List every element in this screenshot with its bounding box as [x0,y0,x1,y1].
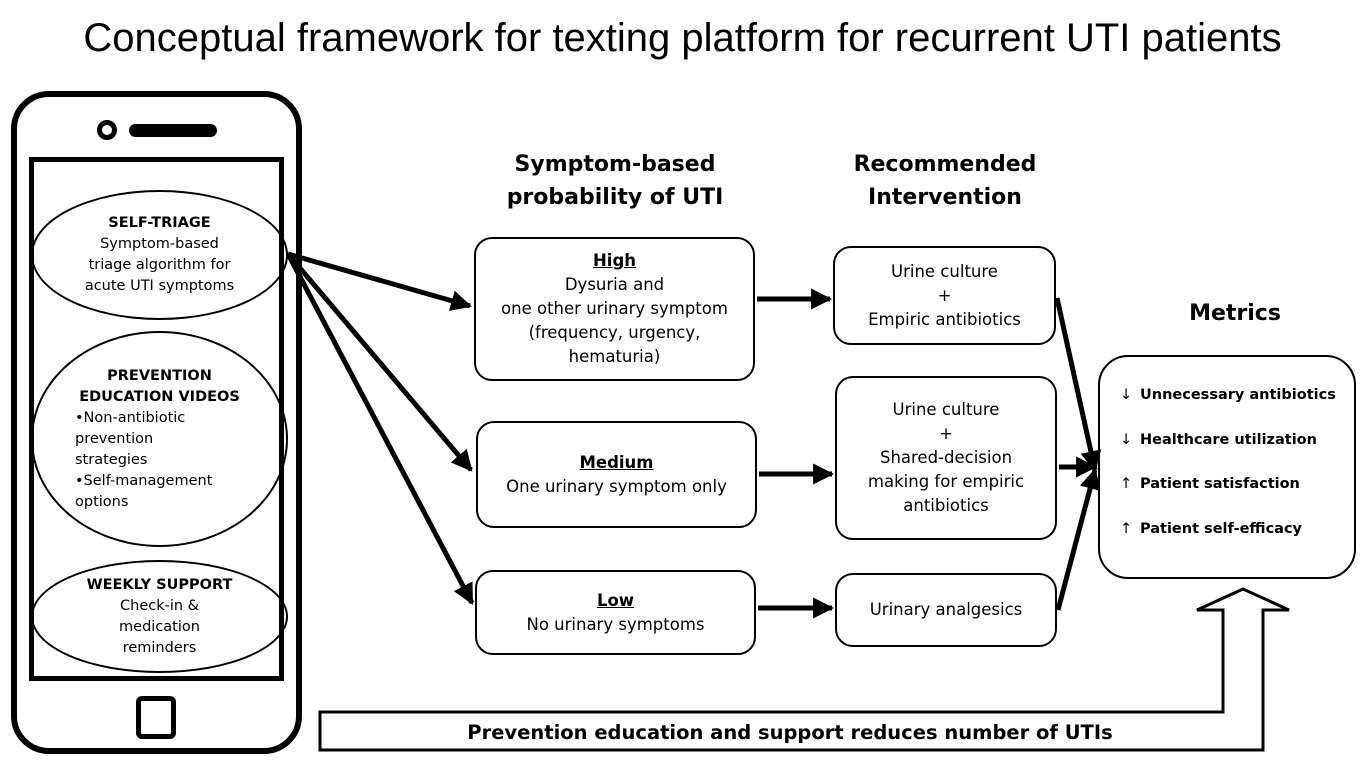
metric-item: ↓ Healthcare utilization [1120,432,1354,477]
intervention-header: Recommended Intervention [800,148,1090,214]
metrics-header: Metrics [1189,301,1281,326]
metric-item: ↑ Patient self-efficacy [1120,521,1354,566]
intervention-line: Empiric antibiotics [868,309,1021,329]
up-arrow-icon: ↑ [1120,520,1133,537]
self-triage-heading: SELF-TRIAGE [108,215,211,231]
prevention-line: •Non-antibiotic [75,409,186,426]
weekly-line: medication [119,618,200,635]
probability-header: Symptom-based probability of UTI [470,148,760,214]
high-level-line: hematuria) [568,347,661,366]
probability-header-line: probability of UTI [506,185,724,210]
camera-icon [97,120,117,140]
high-level-name: High [592,251,637,270]
intervention-line: Urine culture [892,400,1000,419]
prevention-line: •Self-management [75,472,213,489]
page-title: Conceptual framework for texting platfor… [83,16,1282,60]
high-level-line: one other urinary symptom [501,299,728,318]
up-arrow-icon: ↑ [1120,476,1133,492]
high-level-line: Dysuria and [564,275,665,294]
self-triage-line: Symptom-based [100,236,219,252]
arrow-to-high [287,251,473,311]
self-triage-line: triage algorithm for [88,257,231,273]
weekly-support-ellipse: WEEKLY SUPPORT Check-in & medication rem… [31,560,288,673]
prevention-ellipse: PREVENTION EDUCATION VIDEOS •Non-antibio… [31,331,288,547]
arrow-to-low [285,252,475,605]
low-level-line: No urinary symptoms [526,614,705,634]
prevention-line: prevention [75,430,154,447]
prevention-heading: EDUCATION VIDEOS [79,388,240,405]
metrics-box: ↓ Unnecessary antibiotics ↓ Healthcare uti… [1098,355,1356,579]
intervention-line: Urinary analgesics [869,600,1023,619]
low-probability-box: Low No urinary symptoms [475,570,756,655]
medium-probability-box: Medium One urinary symptom only [476,421,757,528]
intervention-line: Shared-decision [879,448,1013,467]
speaker-icon [129,124,217,137]
metric-label: Unnecessary antibiotics [1140,387,1336,403]
metric-label: Patient self-efficacy [1140,520,1302,537]
high-level-line: (frequency, urgency, [528,323,701,342]
prevention-line: strategies [75,451,148,468]
high-intervention-box: Urine culture + Empiric antibiotics [833,246,1056,345]
metric-label: Healthcare utilization [1140,431,1317,448]
intervention-header-line: Intervention [868,185,1022,210]
feedback-label: Prevention education and support reduces… [467,721,1113,744]
medium-intervention-box: Urine culture + Shared-decision making f… [835,376,1057,540]
prevention-heading: PREVENTION [107,367,212,384]
arrow-to-medium [286,252,473,472]
metric-item: ↑ Patient satisfaction [1120,476,1354,521]
intervention-line: making for empiric [867,472,1025,491]
weekly-heading: WEEKLY SUPPORT [86,576,233,593]
feedback-loop-arrow [318,587,1290,752]
weekly-line: reminders [122,639,197,656]
prevention-line: options [75,493,129,510]
metric-item: ↓ Unnecessary antibiotics [1120,387,1354,432]
self-triage-ellipse: SELF-TRIAGE Symptom-based triage algorit… [31,190,288,320]
home-button-icon [136,696,176,739]
arrow-high-metrics [1054,297,1102,473]
low-level-name: Low [596,590,635,610]
intervention-header-line: Recommended [853,152,1037,177]
intervention-line: + [937,285,952,305]
phone-outline [11,91,302,754]
weekly-line: Check-in & [120,597,199,614]
intervention-line: Urine culture [891,261,998,281]
intervention-line: + [939,424,953,443]
intervention-line: antibiotics [903,496,989,515]
medium-level-line: One urinary symptom only [506,476,727,496]
down-arrow-icon: ↓ [1120,387,1133,403]
high-probability-box: High Dysuria and one other urinary sympt… [474,237,755,381]
metric-label: Patient satisfaction [1140,476,1300,492]
down-arrow-icon: ↓ [1120,431,1133,448]
low-intervention-box: Urinary analgesics [835,573,1057,647]
probability-header-line: Symptom-based [514,152,716,177]
arrow-low-metrics [1055,467,1101,611]
medium-level-name: Medium [579,452,654,472]
self-triage-line: acute UTI symptoms [84,278,235,294]
